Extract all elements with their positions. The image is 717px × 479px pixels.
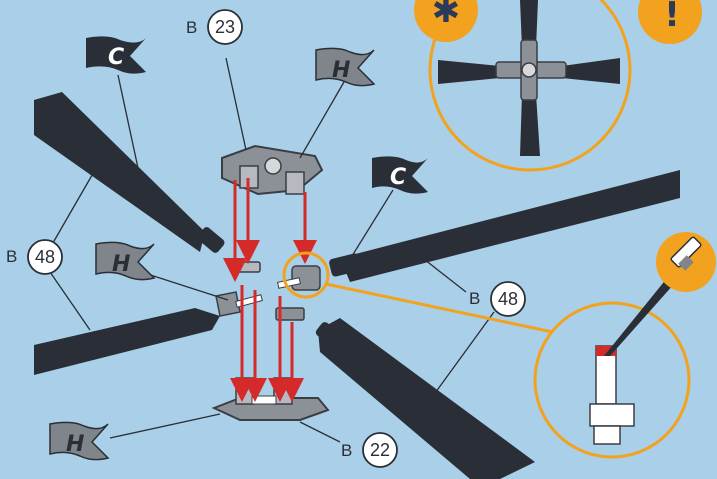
blade-grip-ul xyxy=(197,227,225,253)
assembly-arrows xyxy=(223,178,317,402)
flag-letter: H xyxy=(66,432,84,457)
flag-h-bottom-left: H xyxy=(49,421,110,461)
asterisk-icon: ✱ xyxy=(414,0,478,42)
detail-circle-assembled xyxy=(428,0,632,172)
flag-c-top-left: C xyxy=(86,36,146,74)
exclamation-icon: ! xyxy=(638,0,702,44)
flag-h-left: H xyxy=(95,241,156,281)
callout-b23: B 23 xyxy=(186,9,243,45)
blade-lower-right xyxy=(318,318,535,479)
flag-letter: H xyxy=(332,58,350,83)
callout-number: 48 xyxy=(498,289,518,309)
rotor-blades xyxy=(34,92,680,479)
flag-letter: H xyxy=(112,252,130,277)
blade-grip-ur xyxy=(329,253,361,277)
callout-prefix: B xyxy=(6,247,17,266)
callout-b48-right: B 48 xyxy=(469,281,526,317)
blade-grip-ll xyxy=(169,309,203,331)
callout-number: 48 xyxy=(35,247,55,267)
flag-h-top: H xyxy=(315,47,376,87)
callout-number: 22 xyxy=(370,440,390,460)
callout-b22: B 22 xyxy=(341,432,398,468)
callout-prefix: B xyxy=(186,18,197,37)
zoom-indicator xyxy=(282,251,563,336)
flag-letter: C xyxy=(108,45,124,70)
callout-number: 23 xyxy=(215,17,235,37)
hobby-knife-icon xyxy=(656,232,716,292)
callout-prefix: B xyxy=(469,289,480,308)
flag-c-right: C xyxy=(372,156,428,194)
callout-b48-left: B 48 xyxy=(6,239,63,275)
blade-connector-right xyxy=(275,265,321,321)
svg-text:✱: ✱ xyxy=(432,0,461,31)
blade-grip-lr xyxy=(315,322,347,350)
blade-upper-left xyxy=(34,92,205,252)
callout-prefix: B xyxy=(341,441,352,460)
blade-upper-right xyxy=(340,170,680,282)
rotor-hub-top-b23 xyxy=(221,144,324,196)
rotor-hub-bottom-b22 xyxy=(211,377,330,421)
flag-letter: C xyxy=(390,165,406,190)
detail-circle-cutting xyxy=(533,262,691,459)
svg-text:!: ! xyxy=(664,0,680,35)
